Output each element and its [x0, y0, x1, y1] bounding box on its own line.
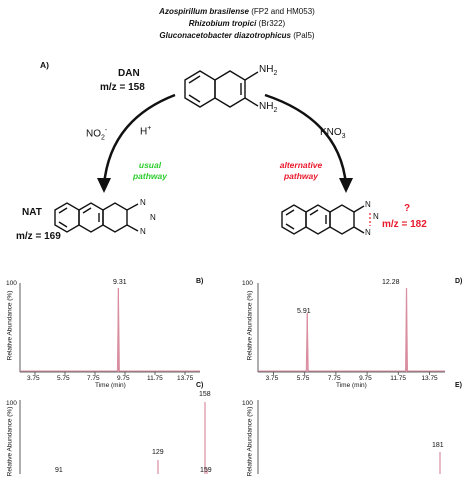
panel-label-c: C)	[196, 382, 204, 389]
x-tick-label: 5.75	[296, 375, 310, 382]
organism-name: Azospirillum brasilense	[159, 7, 249, 16]
right-reaction-arrow	[264, 93, 348, 186]
x-tick-label: 7.75	[87, 375, 100, 382]
panel-label-b: B)	[196, 278, 204, 285]
spec-e-y-top: 100	[242, 400, 253, 407]
header-line-2: Rhizobium tropici (Br322)	[0, 18, 474, 29]
x-tick-label: 9.75	[359, 375, 372, 382]
panel-label-e: E)	[455, 382, 462, 389]
nitrate-reagent: KNO3	[320, 127, 346, 140]
spec-c-y-top: 100	[6, 400, 17, 407]
x-tick-label: 3.75	[265, 375, 279, 382]
chrom-d-y-label: Relative Abundance (%)	[246, 290, 254, 361]
chromatogram-b-axes	[19, 283, 200, 373]
x-tick-label: 3.75	[27, 375, 40, 382]
left-reaction-arrow	[102, 93, 176, 186]
nat-n3: N	[140, 227, 146, 236]
spec-e-y-label: Relative Abundance (%)	[246, 406, 254, 477]
chromatogram-d-ticks	[273, 372, 430, 375]
chromatogram-trace	[258, 287, 445, 372]
organism-name: Gluconacetobacter diazotrophicus	[159, 31, 291, 40]
chromatogram-trace	[20, 287, 200, 372]
spec-e-peak-181: 181	[432, 442, 444, 449]
chrom-b-x-label: Time (min)	[95, 382, 126, 389]
right-arrowhead	[339, 178, 353, 193]
dan-label: DAN	[118, 68, 140, 79]
unknown-mz: m/z = 182	[382, 219, 427, 230]
organism-name: Rhizobium tropici	[188, 19, 257, 28]
chrom-d-y-top: 100	[242, 280, 253, 287]
spec-c-peak-129: 129	[152, 449, 164, 456]
nat-label: NAT	[22, 207, 42, 218]
x-tick-label: 13.75	[177, 375, 194, 382]
nh2-top-label: NH2	[259, 64, 278, 77]
proton-reagent: H+	[140, 125, 152, 138]
chrom-b-y-label: Relative Abundance (%)	[6, 290, 14, 361]
strain-label: (FP2 and HM053)	[251, 7, 315, 16]
unknown-n1: N	[365, 200, 371, 209]
spec-c-peak-158: 158	[199, 391, 211, 398]
left-arrowhead	[97, 178, 111, 193]
chromatogram-d-axes	[257, 283, 445, 373]
x-tick-label: 5.75	[57, 375, 70, 382]
unknown-n3: N	[365, 228, 371, 237]
unknown-structure	[281, 204, 365, 235]
x-tick-label: 13.75	[421, 375, 438, 382]
nat-mz: m/z = 169	[16, 231, 61, 242]
chrom-d-peak-label-2: 12.28	[382, 279, 400, 286]
dan-mz: m/z = 158	[100, 82, 145, 93]
unknown-question: ?	[404, 203, 411, 214]
chrom-b-peak-label: 9.31	[113, 279, 127, 286]
nat-n1: N	[140, 198, 146, 207]
spec-c-peak-91: 91	[55, 467, 63, 474]
x-tick-label: 7.75	[327, 375, 341, 382]
spec-c-y-label: Relative Abundance (%)	[6, 406, 14, 477]
chromatogram-b-trace	[20, 287, 200, 372]
chrom-d-x-label: Time (min)	[336, 382, 367, 389]
panel-label-a: A)	[40, 60, 49, 70]
chrom-d-peak-label-1: 5.91	[297, 308, 311, 315]
header-line-3: Gluconacetobacter diazotrophicus (Pal5)	[0, 30, 474, 41]
nat-structure	[54, 202, 139, 233]
strain-label: (Br322)	[258, 19, 286, 28]
unknown-n2: N	[373, 212, 379, 221]
dan-structure	[184, 70, 259, 108]
x-tick-label: 11.75	[147, 375, 163, 382]
header-line-1: Azospirillum brasilense (FP2 and HM053)	[0, 6, 474, 17]
spectrum-c-bars	[157, 402, 208, 474]
chrom-b-y-top: 100	[6, 280, 17, 287]
nat-n2: N	[150, 213, 156, 222]
panel-label-d: D)	[455, 278, 463, 285]
chromatogram-d-trace	[258, 287, 445, 372]
nitrite-reagent: NO2-	[86, 127, 108, 142]
spec-c-peak-159: 159	[200, 467, 212, 474]
x-tick-label: 11.75	[390, 375, 407, 382]
x-tick-label: 9.75	[117, 375, 130, 382]
nh2-bottom-label: NH2	[259, 101, 278, 114]
chromatogram-b-ticks	[34, 372, 186, 375]
strain-label: (Pal5)	[293, 31, 315, 40]
